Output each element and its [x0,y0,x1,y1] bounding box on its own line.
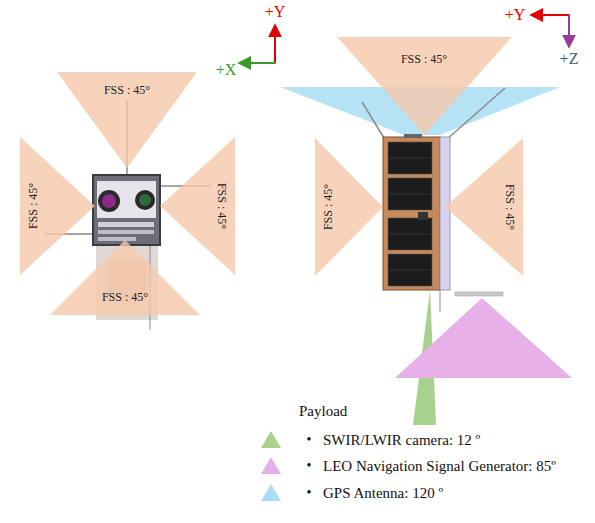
legend-text: SWIR/LWIR camera: 12 º [323,432,480,449]
cubesat-body [383,137,440,290]
fov-fill [57,72,197,168]
port [418,212,428,220]
fov-fill [50,240,200,315]
cell-line [388,158,432,159]
fss-fov-triangle: FSS : 45° [160,137,235,275]
solar-cell [388,254,432,286]
fov-fill [445,138,523,276]
side-panel [440,137,450,290]
bullet: • [307,485,312,500]
cubesat-face [93,175,160,245]
slot [98,237,136,241]
legend-swatch [261,431,281,448]
fss-fov-triangle: FSS : 45° [20,137,95,275]
camera-lens [139,194,151,206]
cell-line [388,270,432,271]
bullet: • [307,432,312,447]
sensor-label: FSS : 45° [104,83,150,97]
sensor-label: FSS : 45° [102,290,148,304]
axis-label: +Z [560,50,579,68]
antenna [440,290,441,312]
fss-fov-triangle: FSS : 45° [337,37,512,135]
legend-heading: Payload [299,403,347,420]
antenna [362,102,384,138]
fss-fov-triangle: FSS : 45° [57,72,197,168]
sensor-label: FSS : 45° [26,183,40,229]
y-axis-arrow [274,26,276,63]
camera-lens [98,190,120,212]
legend-swatch [261,457,281,474]
payload-plate [97,181,156,218]
slot [98,230,154,234]
solar-cell [388,142,432,174]
sensor-label: FSS : 45° [503,184,517,230]
fov-fill [315,138,383,276]
cell-line [388,194,432,195]
solar-cells [388,142,432,286]
nav-antenna-plate [455,292,503,296]
fov-fill [20,137,95,275]
camera-lens [135,190,155,210]
fss-fov-triangle: FSS : 45° [50,240,200,315]
y-axis-arrow [532,14,569,16]
sensor-label: FSS : 45° [321,184,335,230]
triangle-outline [337,37,512,135]
x-axis-arrow [240,62,276,64]
bullet: • [307,458,312,473]
legend-text: GPS Antenna: 120 º [323,485,443,502]
cell-line [388,234,432,235]
fss-fov-triangle: FSS : 45° [315,138,383,276]
fov-fill [160,137,235,275]
gps-antenna [404,134,422,138]
axis-label: +Y [505,6,526,24]
fss-fov-triangle: FSS : 45° [445,138,523,276]
sensor-label: FSS : 45° [401,52,447,66]
sensor-label: FSS : 45° [215,183,229,229]
slot [98,222,154,227]
nav-signal-fov [395,298,572,378]
legend-swatch [261,484,281,501]
solar-cell [388,178,432,210]
z-axis-arrow [568,14,570,46]
axis-label: +X [216,61,237,79]
camera-lens [102,194,116,208]
axis-label: +Y [265,3,286,21]
legend-text: LEO Navigation Signal Generator: 85º [323,458,556,475]
solar-cell [388,218,432,250]
fov-fill [337,37,512,135]
